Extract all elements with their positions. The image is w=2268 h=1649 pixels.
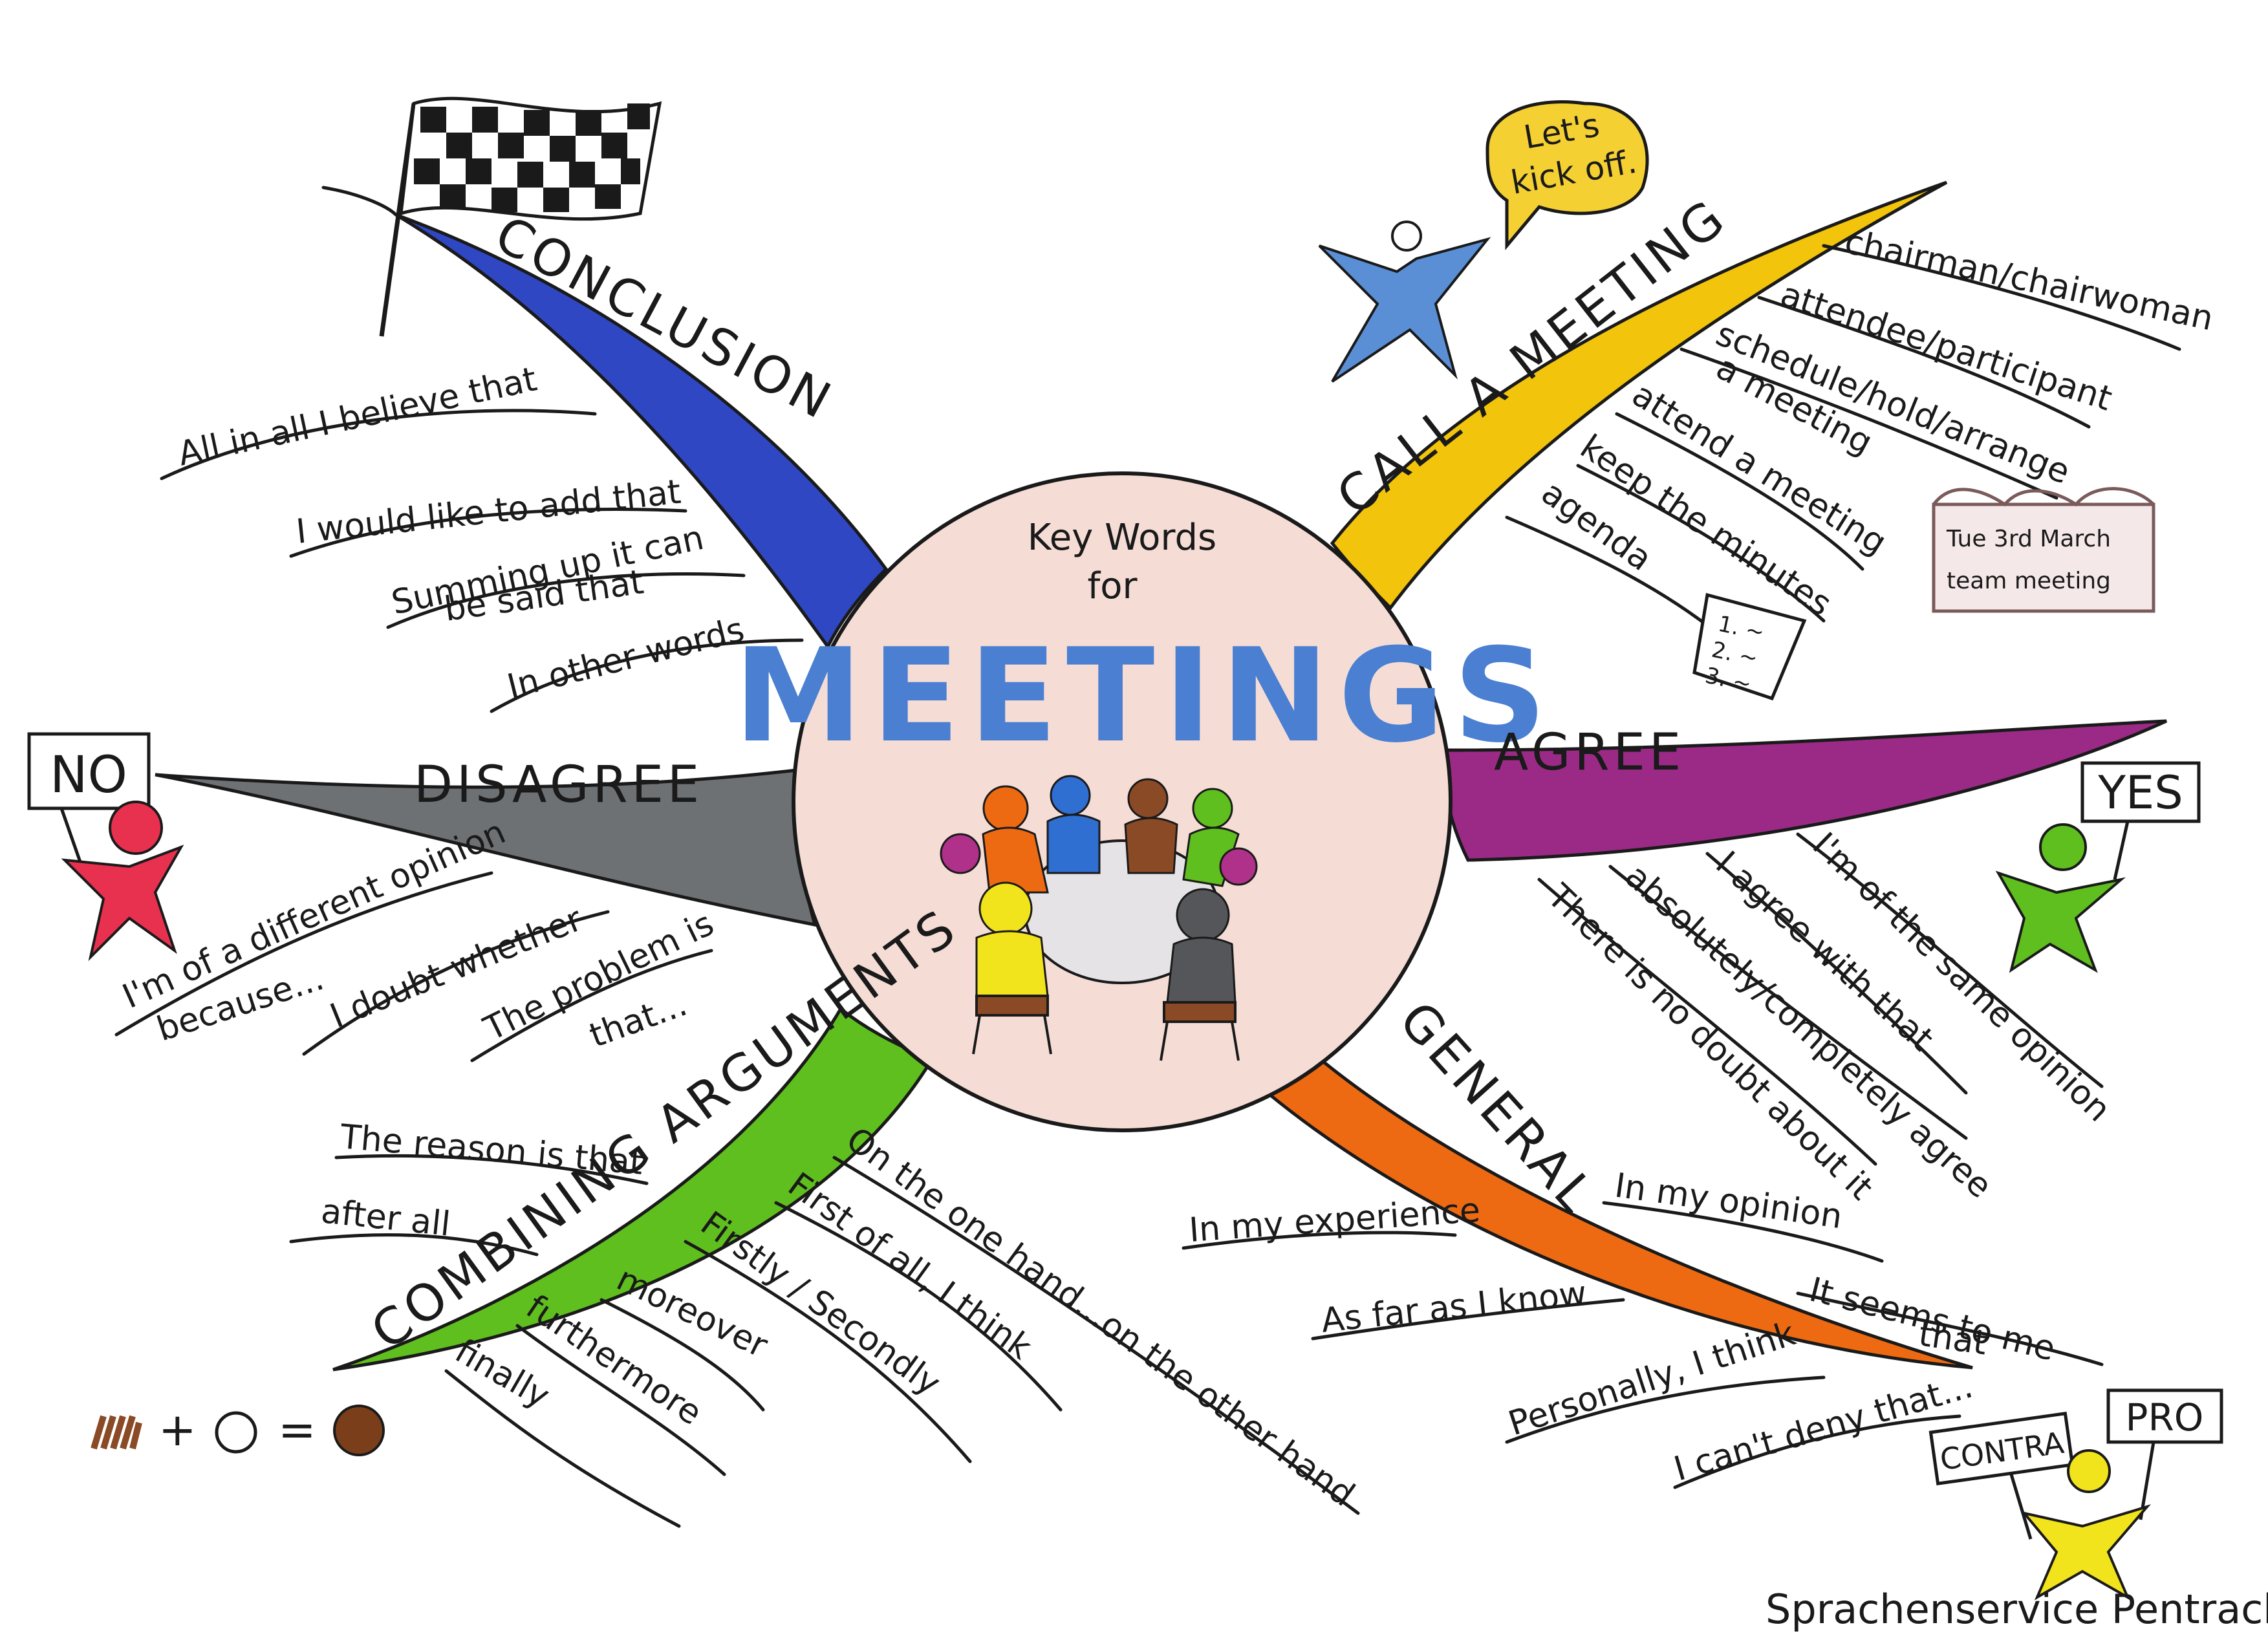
center-keywords: Key Words — [1028, 517, 1216, 559]
sign-yes-label: YES — [2097, 766, 2183, 819]
equation-equals: = — [278, 1403, 316, 1456]
equation-icon: + = — [91, 1403, 385, 1456]
phrase-finally: finally — [449, 1331, 556, 1416]
phrase-as-far-as: As far as I know — [1319, 1274, 1588, 1341]
branch-call-meeting-title: CALL A MEETING — [1326, 188, 1738, 527]
branch-general-shape — [1265, 1045, 1973, 1370]
calendar-date: Tue 3rd March — [1946, 526, 2111, 552]
equation-plus: + — [158, 1403, 197, 1456]
no-sign-figure: NO — [27, 732, 184, 962]
agenda-list-icon: 1. ~ 2. ~ 3. ~ — [1692, 592, 1807, 701]
speech-bubble: Let's kick off. — [1485, 100, 1649, 250]
calendar-event: team meeting — [1947, 568, 2111, 594]
calendar-icon: Tue 3rd March team meeting — [1932, 487, 2155, 613]
center-circle — [792, 471, 1453, 1132]
phrase-in-my-experience: In my experience — [1188, 1191, 1482, 1250]
phrase-cant-deny: I can't deny that... — [1670, 1366, 1977, 1489]
sign-pro-label: PRO — [2126, 1396, 2204, 1439]
phrase-all-in-all: All in all I believe that — [175, 360, 540, 474]
phrase-in-my-opinion: In my opinion — [1612, 1166, 1844, 1236]
branch-agree-title: AGREE — [1494, 724, 1685, 782]
phrase-reason: The reason is that — [338, 1117, 645, 1183]
meeting-table-illustration — [940, 775, 1258, 1061]
credit-text: Sprachenservice Pentrack — [1766, 1586, 2268, 1633]
phrase-firstly: Firstly / Secondly — [693, 1204, 947, 1403]
sign-no-label: NO — [50, 746, 127, 804]
yes-sign-figure: YES — [1995, 761, 2201, 973]
phrase-one-hand: On the one hand...on the other hand — [839, 1120, 1361, 1514]
branch-combining-shape — [332, 1006, 934, 1372]
center-title: MEETINGS — [734, 621, 1556, 771]
phrase-personally: Personally, I think — [1504, 1315, 1800, 1444]
center-for: for — [1088, 565, 1138, 607]
branch-conclusion-shape — [394, 213, 889, 650]
checkered-flag-icon — [379, 96, 662, 337]
branch-disagree-title: DISAGREE — [414, 756, 703, 814]
contra-pro-figure: CONTRA PRO — [1928, 1388, 2223, 1600]
phrase-seems-that: that — [1916, 1315, 1989, 1363]
branch-agree-shape — [1440, 719, 2168, 862]
blue-figure-icon — [1318, 221, 1491, 383]
phrase-other-words: In other words — [504, 610, 748, 707]
